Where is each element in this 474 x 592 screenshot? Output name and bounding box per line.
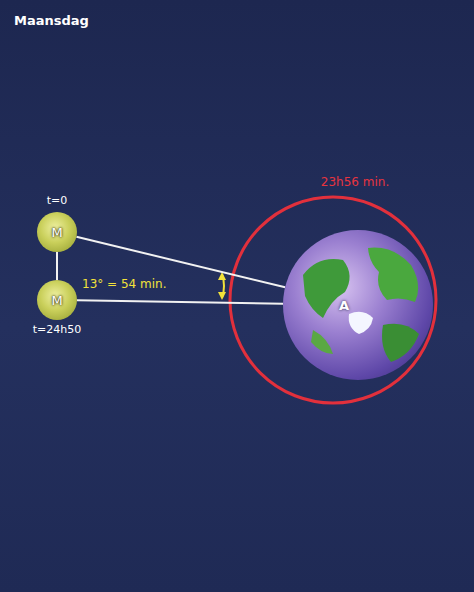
sight-line	[77, 300, 283, 303]
moon-label: M	[51, 225, 62, 240]
rotation-circle	[230, 197, 436, 403]
moon: M	[37, 212, 77, 252]
angle-arrowhead	[218, 292, 226, 300]
time-label: t=0	[47, 195, 68, 207]
period-label: 23h56 min.	[321, 176, 389, 189]
sight-line	[57, 252, 58, 280]
moon: M	[37, 280, 77, 320]
earth-globe: A	[283, 230, 433, 380]
point-label: A	[339, 298, 349, 313]
continents	[283, 230, 433, 380]
moon-label: M	[51, 293, 62, 308]
time-label: t=24h50	[33, 324, 82, 336]
title: Maansdag	[14, 14, 89, 28]
angle-label: 13° = 54 min.	[82, 278, 166, 291]
